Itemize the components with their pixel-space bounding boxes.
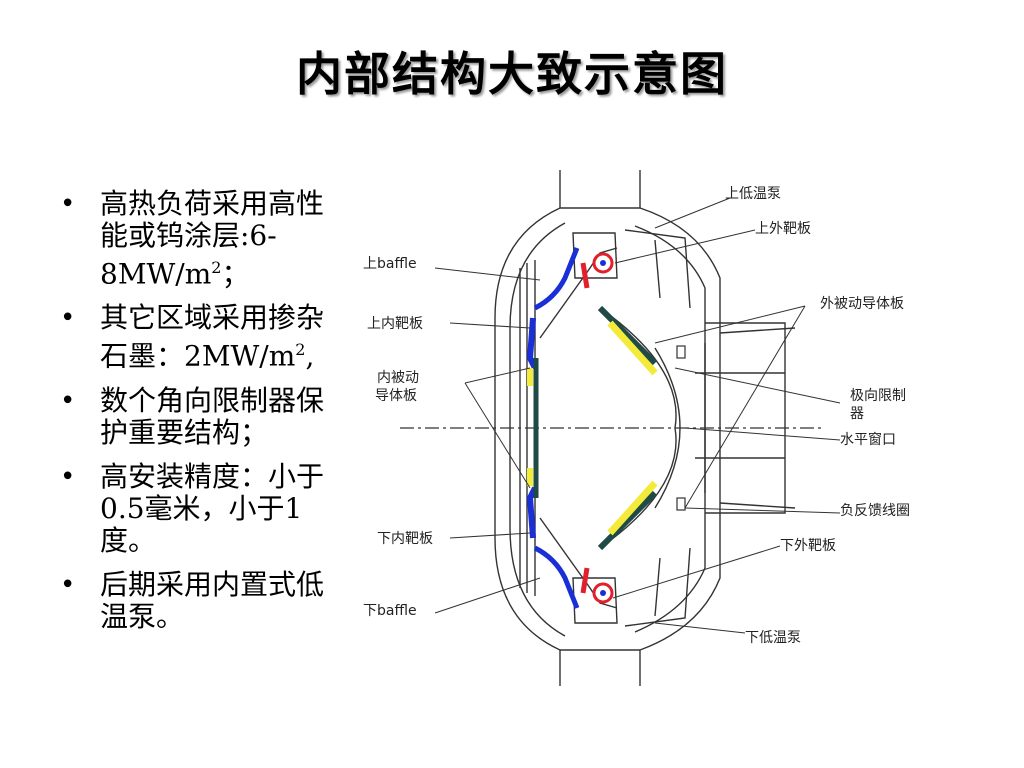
upper-divertor-box xyxy=(624,229,691,309)
upper-outer-target-red xyxy=(580,262,590,289)
bottom-port xyxy=(559,649,641,686)
upper-cryopump-core xyxy=(600,260,606,266)
label-lower-cryopump: 下低温泵 xyxy=(745,630,801,646)
bullet-item: •数个角向限制器保护重要结构； xyxy=(60,383,325,449)
label-lower-outer-target: 下外靶板 xyxy=(780,538,836,554)
slide-title: 内部结构大致示意图 xyxy=(296,47,728,101)
bullet-dot-icon: • xyxy=(60,303,76,334)
label-outer-passive-plate: 外被动导体板 xyxy=(820,296,904,312)
leader-lower-inner-target xyxy=(449,532,531,539)
bullet-list: •高热负荷采用高性能或钨涂层:6-8MW/m2； •其它区域采用掺杂石墨：2MW… xyxy=(60,187,350,645)
leader-upper-cryopump xyxy=(654,197,731,229)
leader-inner-passive xyxy=(464,367,531,489)
bullet-item: •高热负荷采用高性能或钨涂层:6-8MW/m2； xyxy=(60,187,325,291)
leader-lower-baffle xyxy=(434,577,541,614)
feedback-coil-upper xyxy=(676,345,686,359)
upper-yellow-tiles xyxy=(607,320,658,376)
label-upper-baffle: 上baffle xyxy=(363,256,417,272)
bullet-item: •其它区域采用掺杂石墨：2MW/m2, xyxy=(60,301,325,373)
bullet-item: •高安装精度：小于0.5毫米，小于1度。 xyxy=(60,459,325,557)
lower-yellow-tiles xyxy=(607,480,658,536)
feedback-coil-lower xyxy=(676,497,686,511)
inner-yellow-marker-2 xyxy=(527,468,533,486)
bullet-dot-icon: • xyxy=(60,385,76,416)
lower-outer-target-red xyxy=(580,567,590,594)
lower-baffle-plate xyxy=(533,545,580,609)
label-inner-passive-plate-2: 导体板 xyxy=(375,388,417,404)
bullet-item: •后期采用内置式低温泵。 xyxy=(60,567,325,633)
lower-divertor-box xyxy=(624,547,691,627)
leader-lower-cryopump xyxy=(654,622,746,634)
leader-upper-inner-target xyxy=(449,322,531,329)
lower-inner-target-plate xyxy=(526,486,538,539)
leader-upper-baffle xyxy=(434,267,541,281)
horizontal-port-frame xyxy=(695,343,785,493)
bullet-dot-icon: • xyxy=(60,461,76,492)
vessel-outer-wall xyxy=(494,207,561,651)
label-horizontal-port: 水平窗口 xyxy=(840,431,896,448)
label-upper-cryopump: 上低温泵 xyxy=(725,186,781,202)
lower-cryopump-icon xyxy=(592,582,614,604)
label-upper-inner-target: 上内靶板 xyxy=(367,316,423,332)
label-lower-inner-target: 下内靶板 xyxy=(377,531,433,547)
label-lower-baffle: 下baffle xyxy=(363,603,417,619)
vessel-structure-diagram: 上低温泵 上外靶板 上baffle 外被动导体板 上内靶板 内被动 导体板 极向… xyxy=(363,170,910,686)
bottom-target-frame xyxy=(572,577,618,624)
label-feedback-coil: 负反馈线圈 xyxy=(840,503,910,519)
label-poloidal-limiter-2: 器 xyxy=(850,406,864,422)
upper-outer-passive-conductor xyxy=(597,305,658,366)
leader-outer-passive xyxy=(654,305,806,509)
leader-feedback-coil xyxy=(684,507,841,514)
label-poloidal-limiter-1: 极向限制 xyxy=(850,388,906,404)
leader-poloidal-limiter xyxy=(674,367,841,404)
label-upper-outer-target: 上外靶板 xyxy=(755,221,811,237)
top-target-frame xyxy=(572,232,618,279)
inner-yellow-marker-1 xyxy=(527,368,533,386)
bullet-dot-icon: • xyxy=(60,569,76,600)
leader-lower-outer-target xyxy=(612,545,781,599)
lower-outer-passive-conductor xyxy=(597,490,658,551)
bullet-dot-icon: • xyxy=(60,189,76,219)
horizontal-port-duct xyxy=(705,322,796,514)
upper-inner-target-plate xyxy=(526,317,538,370)
leader-upper-outer-target xyxy=(614,229,756,264)
top-port xyxy=(559,170,641,209)
lower-cryopump-core xyxy=(600,590,606,596)
leader-horizontal-port xyxy=(684,427,841,441)
upper-cryopump-icon xyxy=(592,252,614,274)
upper-baffle-plate xyxy=(533,247,580,311)
label-inner-passive-plate-1: 内被动 xyxy=(377,370,419,386)
